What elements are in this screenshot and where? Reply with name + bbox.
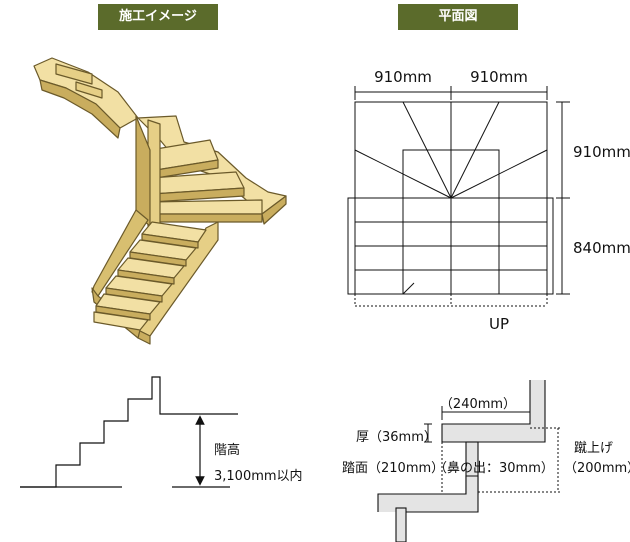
floor-height-profile [20,376,238,488]
detail-tread: 踏面（210mm） [342,461,444,476]
construction-image-header: 施工イメージ [98,4,218,30]
detail-thickness: 厚（36mm） [356,430,437,445]
detail-riser-label: 蹴上げ [574,441,613,456]
plan-dim-top-left: 910mm [374,68,432,86]
floor-height-value: 3,100mm以内 [214,468,303,484]
floor-plan-header: 平面図 [398,4,518,30]
detail-nosing: （鼻の出：30mm） [434,460,554,476]
floor-plan [347,86,570,307]
detail-riser-value: （200mm） [564,461,630,476]
plan-dim-right-upper: 910mm [573,143,630,161]
floor-height-label: 階高 [214,442,240,458]
step-detail [377,380,546,542]
plan-up-label: UP [489,315,509,333]
staircase-illustration [33,57,287,345]
plan-dim-top-right: 910mm [470,68,528,86]
detail-depth-240: （240mm） [440,397,516,412]
plan-dim-right-lower: 840mm [573,239,630,257]
